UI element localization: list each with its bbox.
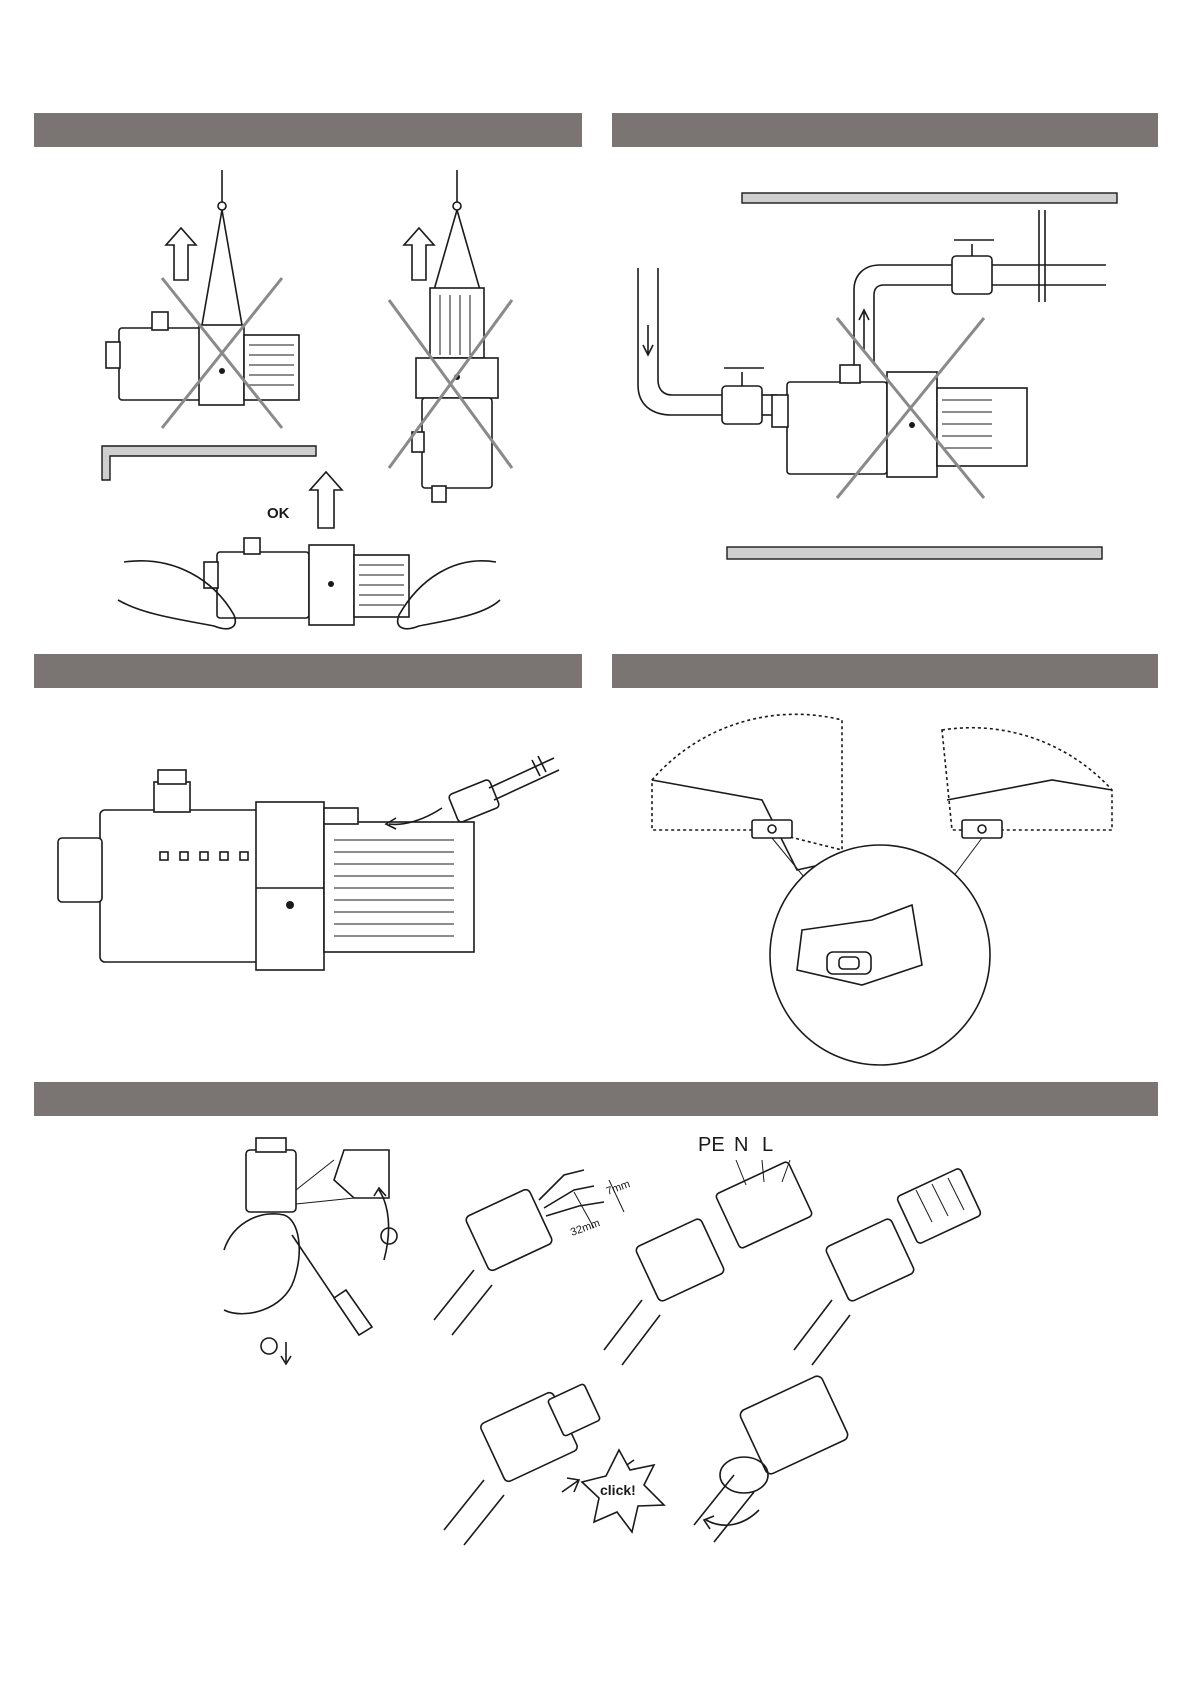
lifting-illustration [34, 150, 582, 650]
ok-label: OK [267, 505, 290, 522]
panel-piping [612, 150, 1158, 650]
hand-right [398, 561, 500, 629]
panel-wiring: PE N L 7mm 32mm click! [34, 1120, 1158, 1620]
lift-arrow-icon [166, 228, 196, 280]
step-tighten-gland [694, 1374, 850, 1542]
lift-arrow-icon [404, 228, 434, 280]
l-label: L [762, 1134, 773, 1157]
section-bar-5 [34, 1082, 1158, 1116]
pe-label: PE [698, 1134, 725, 1157]
section-bar-2 [612, 113, 1158, 147]
step-open-housing [224, 1138, 397, 1364]
flow-arrow-icon [859, 310, 869, 350]
connector-illustration [34, 690, 582, 1075]
step-click-together [444, 1383, 664, 1545]
mounting-illustration [612, 690, 1158, 1075]
step-terminals [604, 1160, 813, 1365]
screwdriver-icon [334, 1290, 372, 1335]
section-bar-3 [34, 654, 582, 688]
step-terminal-block [794, 1168, 982, 1365]
section-bar-4 [612, 654, 1158, 688]
wiring-illustration [34, 1120, 1158, 1620]
click-label: click! [600, 1482, 636, 1498]
plug-connector [448, 756, 559, 823]
panel-connector [34, 690, 582, 1075]
step-strip-wires [434, 1170, 624, 1335]
pump-carried-ok [204, 538, 409, 625]
pump-hanging-left [106, 312, 299, 405]
pump-side-view [58, 770, 474, 970]
piping-illustration [612, 150, 1158, 650]
section-bar-1 [34, 113, 582, 147]
panel-lifting: OK [34, 150, 582, 650]
panel-mounting [612, 690, 1158, 1075]
lift-arrow-icon [310, 472, 342, 528]
n-label: N [734, 1134, 748, 1157]
flow-arrow-icon [643, 325, 653, 355]
pump-hanging-right [412, 288, 498, 502]
